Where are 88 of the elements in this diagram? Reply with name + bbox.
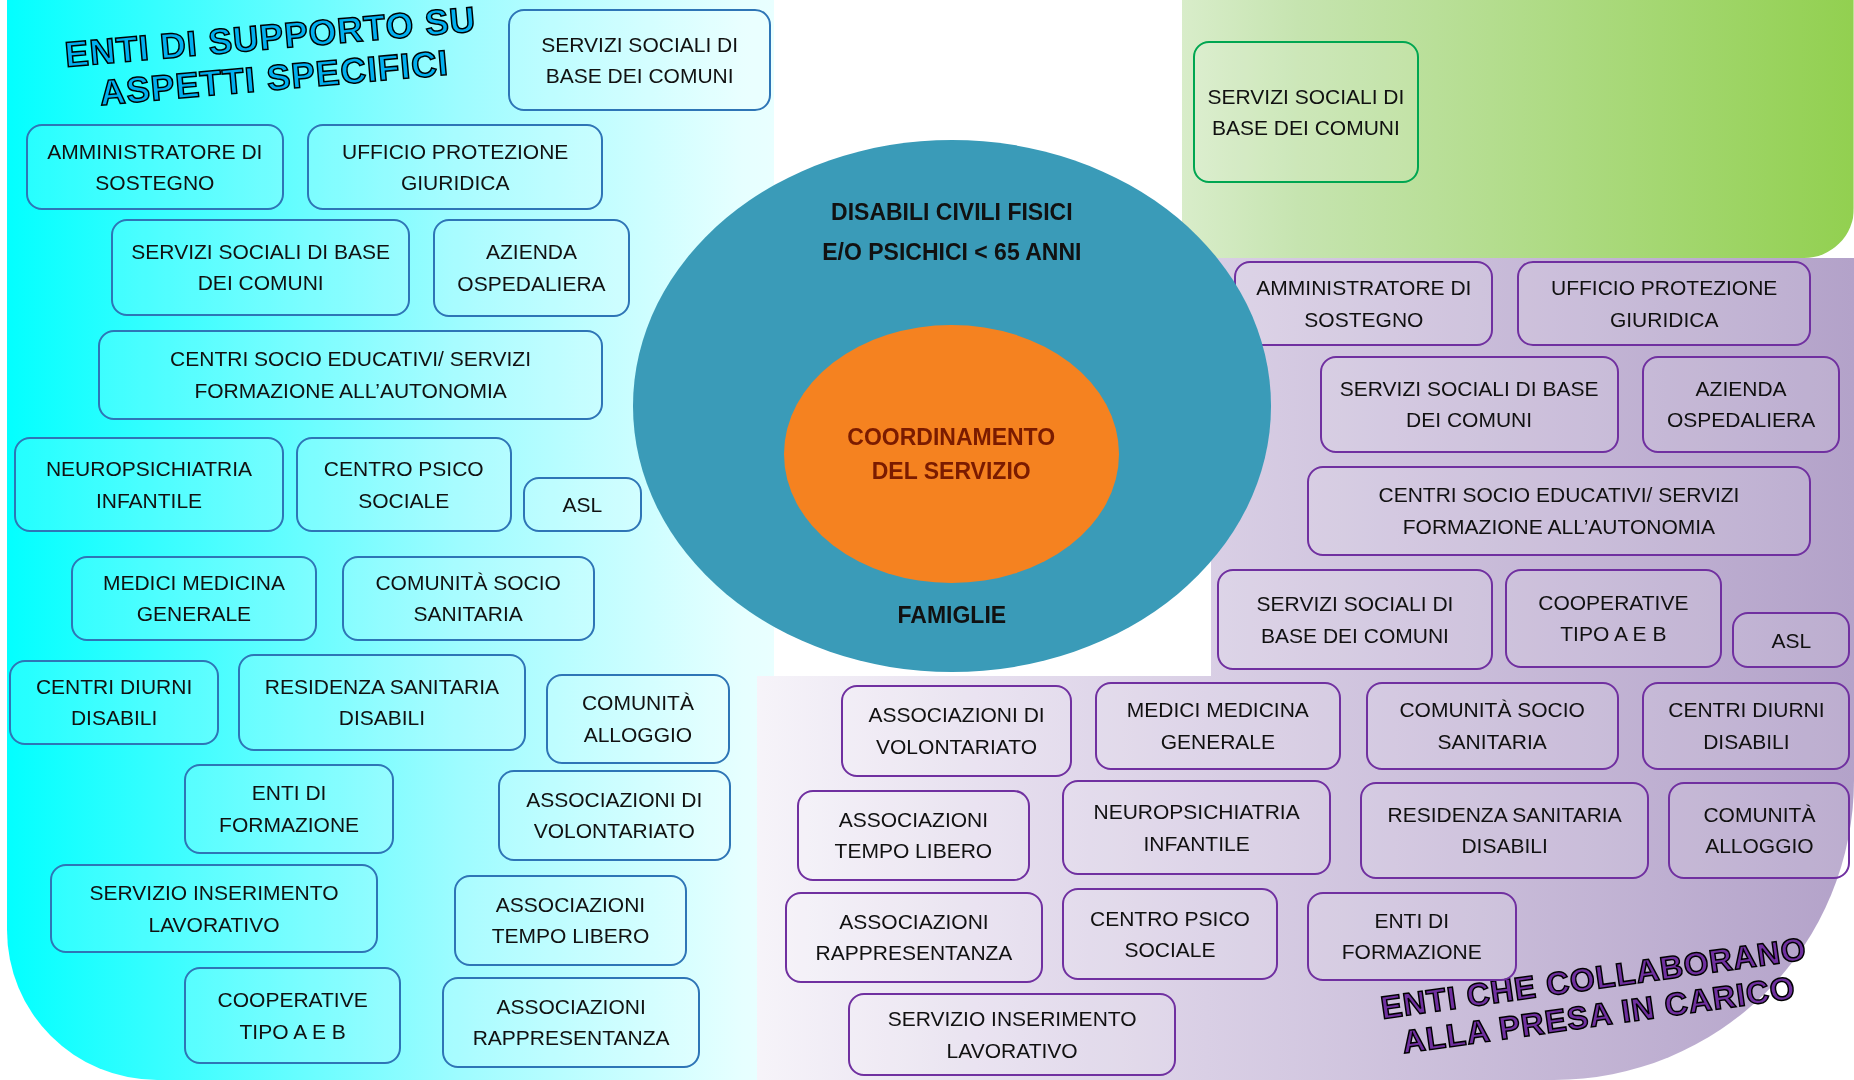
box-label: SERVIZI SOCIALI DI BASE DEI COMUNI: [540, 31, 740, 90]
service-box: [454, 874, 687, 966]
service-box: [1668, 781, 1851, 879]
service-box: [1505, 568, 1722, 669]
service-box: [98, 329, 603, 420]
ellipse-label: DISABILI CIVILI FISICI E/O PSICHICI < 65 ANNI: [821, 197, 1083, 267]
service-box: [295, 437, 512, 533]
box-label: AMMINISTRATORE DI SOSTEGNO: [1255, 275, 1473, 333]
box-label: SERVIZI SOCIALI DI BASE DEI COMUNI: [1255, 591, 1455, 649]
service-box: [111, 218, 411, 316]
box-label: RESIDENZA SANITARIA DISABILI: [263, 673, 500, 732]
service-box: [785, 891, 1043, 983]
service-box: [1193, 41, 1419, 184]
service-box: [1234, 261, 1494, 347]
ellipse-label: COORDINAMENTO DEL SERVIZIO: [846, 422, 1057, 486]
panel-title: ENTI DI SUPPORTO SU ASPETTI SPECIFICI: [61, 0, 479, 115]
service-box: [1517, 261, 1812, 347]
box-label: CENTRI SOCIO EDUCATIVI/ SERVIZI FORMAZIONE ALL’AUTONOMIA: [169, 346, 533, 404]
box-label: RESIDENZA SANITARIA DISABILI: [1386, 801, 1623, 859]
service-box: [14, 437, 284, 533]
service-box: [1732, 612, 1851, 669]
box-label: COMUNITÀ SOCIO SANITARIA: [1398, 697, 1586, 755]
box-label: ASSOCIAZIONI RAPPRESENTANZA: [814, 908, 1014, 967]
service-box: [1642, 355, 1840, 453]
service-box: [508, 9, 771, 112]
service-box: [1216, 568, 1494, 671]
box-label: COMUNITÀ ALLOGGIO: [580, 690, 695, 748]
box-label: ASL: [1771, 627, 1812, 654]
service-box: [1061, 780, 1332, 875]
service-box: [184, 967, 401, 1065]
service-box: [497, 769, 731, 861]
panel-background: [1182, 0, 1854, 258]
ellipse-label: FAMIGLIE: [896, 600, 1008, 630]
service-box: [432, 218, 631, 317]
box-label: UFFICIO PROTEZIONE GIURIDICA: [1550, 275, 1779, 333]
service-box: [1359, 781, 1650, 879]
service-box: [1365, 682, 1619, 770]
box-label: ASSOCIAZIONI DI VOLONTARIATO: [867, 702, 1046, 760]
box-label: CENTRO PSICO SOCIALE: [322, 456, 485, 514]
service-box: [847, 993, 1177, 1076]
service-box: [9, 659, 219, 745]
box-label: ASSOCIAZIONI DI VOLONTARIATO: [525, 786, 704, 845]
service-box: [442, 976, 700, 1068]
box-label: ENTI DI FORMAZIONE: [1340, 907, 1483, 966]
box-label: CENTRI DIURNI DISABILI: [34, 673, 194, 732]
service-box: [546, 673, 730, 764]
box-label: MEDICI MEDICINA GENERALE: [101, 569, 286, 628]
box-label: COOPERATIVE TIPO A E B: [1537, 589, 1690, 648]
box-label: ASSOCIAZIONI TEMPO LIBERO: [833, 806, 994, 865]
box-label: CENTRO PSICO SOCIALE: [1089, 905, 1251, 964]
service-box: [184, 763, 394, 854]
box-label: SERVIZIO INSERIMENTO LAVORATIVO: [886, 1006, 1138, 1064]
box-label: CENTRI SOCIO EDUCATIVI/ SERVIZI FORMAZIONE ALL’AUTONOMIA: [1377, 482, 1741, 540]
panel-background: [7, 0, 775, 1080]
box-label: UFFICIO PROTEZIONE GIURIDICA: [341, 138, 570, 197]
box-label: AZIENDA OSPEDALIERA: [456, 239, 607, 297]
service-box: [796, 789, 1030, 881]
box-label: SERVIZI SOCIALI DI BASE DEI COMUNI: [130, 238, 392, 297]
service-box: [840, 684, 1073, 777]
box-label: ASSOCIAZIONI TEMPO LIBERO: [490, 892, 651, 950]
box-label: SERVIZIO INSERIMENTO LAVORATIVO: [88, 880, 340, 938]
service-box: [341, 555, 595, 641]
box-label: SERVIZI SOCIALI DI BASE DEI COMUNI: [1206, 83, 1406, 142]
service-box: [237, 653, 527, 751]
service-box: [1319, 355, 1619, 453]
service-box: [1642, 682, 1851, 770]
box-label: AMMINISTRATORE DI SOSTEGNO: [46, 138, 264, 197]
box-label: COMUNITÀ ALLOGGIO: [1702, 801, 1817, 859]
box-label: NEUROPSICHIATRIA INFANTILE: [1092, 799, 1301, 857]
box-label: ASSOCIAZIONI RAPPRESENTANZA: [471, 993, 671, 1052]
service-box: [1061, 887, 1279, 981]
box-label: NEUROPSICHIATRIA INFANTILE: [44, 456, 254, 514]
service-box: [1094, 682, 1341, 770]
box-label: AZIENDA OSPEDALIERA: [1665, 375, 1817, 434]
box-label: SERVIZI SOCIALI DI BASE DEI COMUNI: [1338, 375, 1600, 434]
service-box: [307, 124, 603, 211]
panel-background: [756, 676, 1854, 1080]
box-label: ASL: [562, 491, 603, 518]
service-box: [70, 555, 317, 641]
box-label: ENTI DI FORMAZIONE: [218, 780, 361, 838]
box-label: COMUNITÀ SOCIO SANITARIA: [374, 569, 562, 628]
box-label: COOPERATIVE TIPO A E B: [216, 987, 369, 1045]
service-box: [1306, 465, 1812, 556]
box-label: CENTRI DIURNI DISABILI: [1667, 697, 1826, 755]
service-box: [49, 864, 379, 953]
box-label: MEDICI MEDICINA GENERALE: [1125, 697, 1310, 755]
service-box: [522, 476, 643, 533]
service-box: [26, 124, 284, 211]
